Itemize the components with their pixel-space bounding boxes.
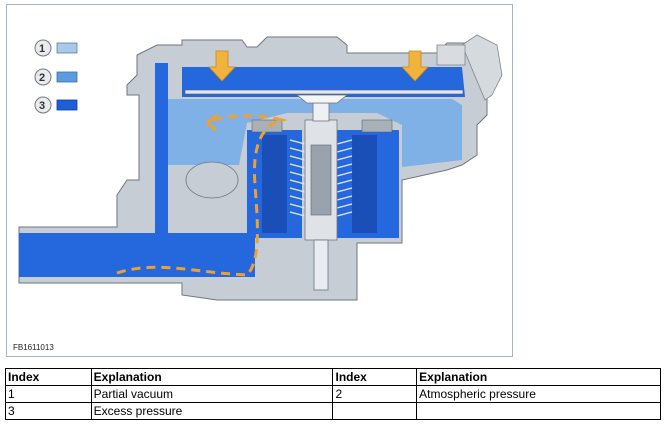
figure-id-label: FB1611013 xyxy=(13,343,54,352)
index-table: Index Explanation Index Explanation 1 Pa… xyxy=(5,368,661,420)
svg-text:2: 2 xyxy=(39,72,45,84)
pressure-arrows xyxy=(208,50,429,82)
table-row: 1 Partial vacuum 2 Atmospheric pressure xyxy=(5,385,661,403)
header-explanation-1: Explanation xyxy=(90,368,334,386)
diaphragm-chamber xyxy=(182,67,465,97)
flow-path xyxy=(116,114,288,277)
table-cell: 1 xyxy=(5,385,92,403)
table-row: 3 Excess pressure xyxy=(5,402,661,420)
valve-diagram: 1 2 3 xyxy=(6,4,513,357)
table-cell xyxy=(332,402,418,420)
valve-illustration: 1 2 3 xyxy=(18,34,503,301)
svg-text:1: 1 xyxy=(39,43,45,55)
table-cell: Excess pressure xyxy=(90,402,334,420)
table-cell: 2 xyxy=(332,385,418,403)
svg-text:3: 3 xyxy=(39,100,45,112)
table-cell xyxy=(416,402,661,420)
left-passage xyxy=(155,63,168,241)
header-explanation-2: Explanation xyxy=(416,368,661,386)
header-index-1: Index xyxy=(5,368,92,386)
table-cell: Atmospheric pressure xyxy=(416,385,661,403)
bottom-pipe xyxy=(19,200,255,277)
table-cell: 3 xyxy=(5,402,92,420)
header-index-2: Index xyxy=(332,368,418,386)
legend: 1 2 3 xyxy=(34,39,78,114)
table-header-row: Index Explanation Index Explanation xyxy=(5,368,661,386)
table-cell: Partial vacuum xyxy=(90,385,334,403)
